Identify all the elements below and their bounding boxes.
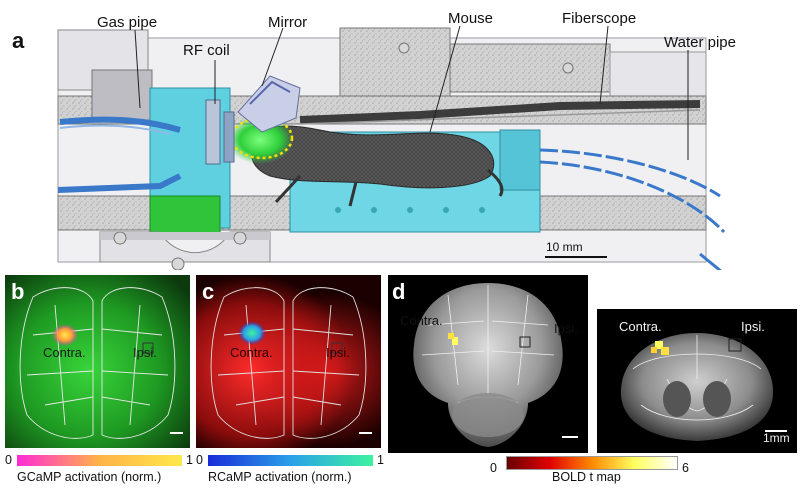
bold-colorbar-label: BOLD t map <box>552 470 621 484</box>
panel-b: b Contra. Ipsi. <box>5 275 190 448</box>
mouse-body <box>250 125 504 207</box>
rf-coil-label: RF coil <box>183 42 230 59</box>
panel-a-letter: a <box>12 28 25 53</box>
cradle-diagram <box>57 25 726 270</box>
mirror-label: Mirror <box>268 14 308 31</box>
gcamp-image <box>5 275 190 448</box>
panel-d-left-ipsi: Ipsi. <box>554 321 578 336</box>
water-pipe-label: Water pipe <box>664 34 736 51</box>
panel-b-letter: b <box>11 279 25 304</box>
panel-d-letter: d <box>392 279 406 304</box>
gcamp-colorbar-label: GCaMP activation (norm.) <box>17 470 162 484</box>
panel-d-right-ipsi: Ipsi. <box>741 319 765 334</box>
gcamp-colorbar: 0 1 GCaMP activation (norm.) <box>5 450 205 486</box>
rcamp-colorbar-gradient <box>208 455 373 466</box>
panel-c-contra: Contra. <box>230 345 273 360</box>
panel-b-ipsi: Ipsi. <box>133 345 157 360</box>
gcamp-colorbar-max: 1 <box>186 453 193 467</box>
gas-pipe-label: Gas pipe <box>97 14 158 31</box>
rcamp-colorbar-max: 1 <box>377 453 384 467</box>
gcamp-colorbar-gradient <box>17 455 182 466</box>
panel-d-left-contra: Contra. <box>400 313 443 328</box>
panel-c-ipsi: Ipsi. <box>326 345 350 360</box>
panel-d-right-scale: 1mm <box>763 431 790 445</box>
gcamp-colorbar-min: 0 <box>5 453 12 467</box>
bold-colorbar-gradient <box>506 456 678 470</box>
fiberscope-label: Fiberscope <box>562 10 637 27</box>
panel-d-left: d Contra. Ipsi. <box>388 275 588 453</box>
rcamp-colorbar-min: 0 <box>196 453 203 467</box>
panel-b-contra: Contra. <box>43 345 86 360</box>
panel-a: a Gas pipe RF coil Mirror Mouse Fibersco… <box>12 10 736 270</box>
panel-d-right-contra: Contra. <box>619 319 662 334</box>
mouse-label: Mouse <box>448 10 494 27</box>
bold-colorbar: 0 6 BOLD t map <box>490 454 700 486</box>
bold-axial-image <box>388 275 588 453</box>
panel-d-right: Contra. Ipsi. 1mm <box>597 309 797 453</box>
bold-colorbar-max: 6 <box>682 461 689 475</box>
bold-colorbar-min: 0 <box>490 461 497 475</box>
bold-coronal-image <box>597 309 797 453</box>
rcamp-colorbar: 0 1 RCaMP activation (norm.) <box>196 450 396 486</box>
rcamp-colorbar-label: RCaMP activation (norm.) <box>208 470 352 484</box>
mirror <box>237 75 301 133</box>
panel-c-letter: c <box>202 279 215 304</box>
rcamp-image <box>196 275 381 448</box>
panel-c: c Contra. Ipsi. <box>196 275 381 448</box>
panel-a-scale-label: 10 mm <box>546 240 583 254</box>
